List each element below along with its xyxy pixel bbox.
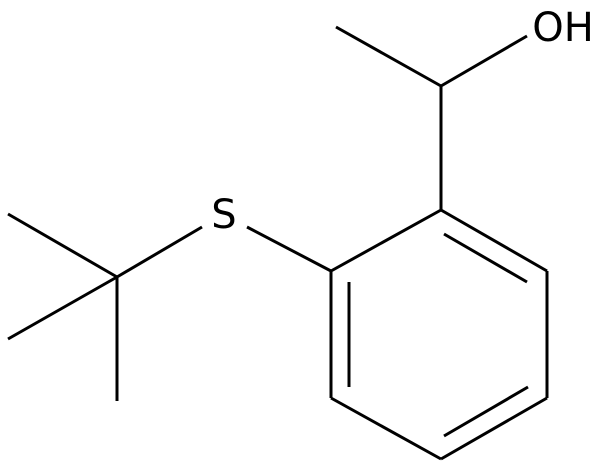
ring-bond-c4-c5 (330, 396, 442, 461)
bond-sulfur-to-quaternary-carbon (116, 225, 203, 279)
ring-bond-c3-c4 (440, 396, 548, 461)
ring-bond-c6-c1 (330, 208, 442, 273)
tert-butylthio-group: S (7, 192, 332, 401)
bond-ring-to-sulfur (246, 225, 332, 273)
ring-double-bond-inner-2 (443, 385, 529, 438)
bond-quaternary-to-methyl-lower (7, 275, 118, 341)
bond-carbinol-to-oxygen (440, 34, 528, 88)
hydroxyl-label: OH (532, 5, 594, 51)
hydroxyethyl-group: OH (335, 5, 594, 210)
bond-quaternary-to-methyl-upper (7, 212, 118, 279)
ring-double-bond-inner-1 (443, 232, 528, 284)
bond-carbinol-to-methyl (335, 25, 442, 88)
sulfur-label: S (211, 192, 236, 238)
ring-bond-c1-c2 (440, 208, 548, 273)
benzene-ring (329, 208, 549, 461)
